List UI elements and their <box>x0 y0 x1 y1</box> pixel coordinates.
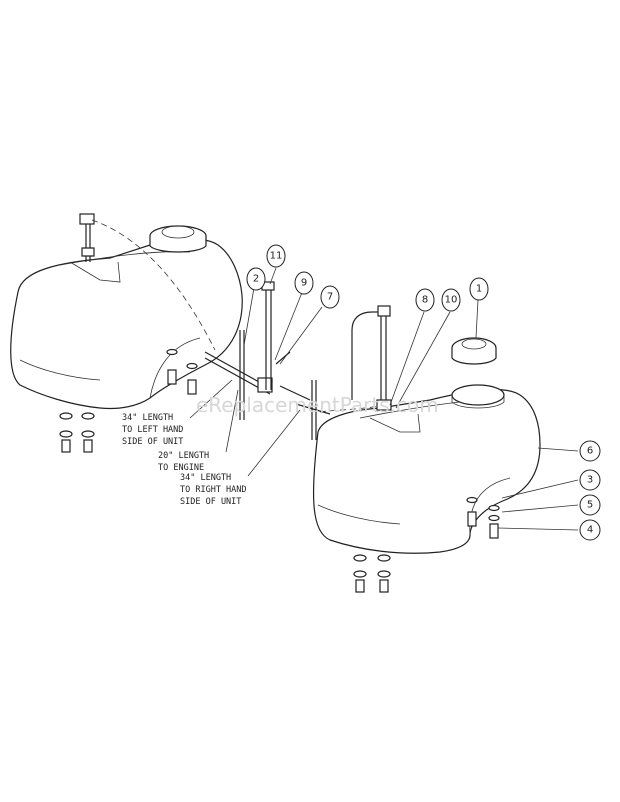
right-hose-note: 34" LENGTH TO RIGHT HAND SIDE OF UNIT <box>180 473 247 507</box>
callout-2: 2 <box>246 267 266 291</box>
callout-11-label: 11 <box>270 251 283 262</box>
callout-11: 11 <box>266 244 286 268</box>
callout-3: 3 <box>579 469 601 491</box>
engine-hose-note-line-2: TO ENGINE <box>158 463 204 473</box>
callout-7-label: 7 <box>327 292 333 303</box>
callout-4-label: 4 <box>587 525 593 536</box>
left-hose-note: 34" LENGTH TO LEFT HAND SIDE OF UNIT <box>122 413 183 447</box>
left-tank-hardware <box>59 348 198 453</box>
right-tank-hardware <box>353 496 500 593</box>
callout-3-label: 3 <box>587 475 593 486</box>
callout-10-label: 10 <box>445 295 458 306</box>
left-hose-route <box>91 219 216 351</box>
right-hose-note-line-3: SIDE OF UNIT <box>180 497 241 507</box>
engine-hose-note: 20" LENGTH TO ENGINE <box>158 451 209 473</box>
callout-9: 9 <box>294 271 314 295</box>
left-hose-note-line-2: TO LEFT HAND <box>122 425 183 435</box>
callout-8-label: 8 <box>422 295 428 306</box>
left-fuel-tank <box>10 225 243 410</box>
left-hose-note-line-3: SIDE OF UNIT <box>122 437 183 447</box>
callout-6: 6 <box>579 440 601 462</box>
callout-10: 10 <box>441 288 461 312</box>
callout-5: 5 <box>579 494 601 516</box>
left-hose-note-line-1: 34" LENGTH <box>122 413 173 423</box>
watermark: eReplacementParts.com <box>196 393 439 417</box>
fuel-cap <box>451 337 497 365</box>
callout-9-label: 9 <box>301 278 307 289</box>
left-hose-note-leader <box>189 379 233 419</box>
callout-7: 7 <box>320 285 340 309</box>
callout-2-label: 2 <box>253 274 259 285</box>
right-hose-note-leader <box>247 409 301 477</box>
right-tank-standpipe <box>351 305 392 411</box>
callout-6-label: 6 <box>587 446 593 457</box>
engine-hose-note-leader <box>225 389 239 453</box>
callout-5-label: 5 <box>587 500 593 511</box>
left-tank-standpipe <box>79 213 95 262</box>
right-fuel-tank <box>312 384 541 554</box>
callout-8: 8 <box>415 288 435 312</box>
callout-4: 4 <box>579 519 601 541</box>
callout-1-label: 1 <box>476 284 482 295</box>
engine-hose-note-line-1: 20" LENGTH <box>158 451 209 461</box>
right-hose-note-line-2: TO RIGHT HAND <box>180 485 247 495</box>
right-hose-note-line-1: 34" LENGTH <box>180 473 231 483</box>
callout-leaders <box>243 267 579 531</box>
callout-1: 1 <box>469 277 489 301</box>
